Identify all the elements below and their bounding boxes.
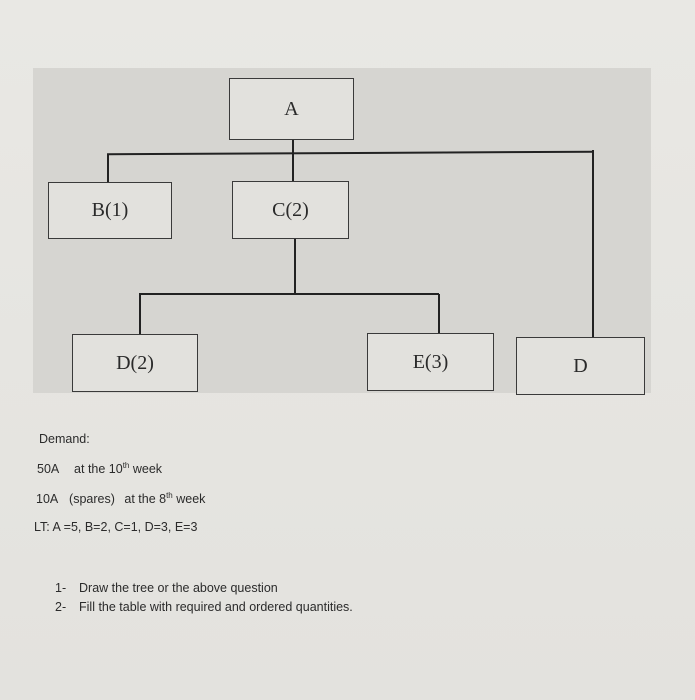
node-a-label: A	[284, 97, 299, 120]
edge-level2-horizontal	[139, 293, 439, 295]
edge-c-down	[294, 238, 296, 294]
edge-to-d-right	[592, 150, 594, 337]
lead-times: LT: A =5, B=2, C=1, D=3, E=3	[34, 520, 198, 534]
node-d: D	[516, 337, 645, 395]
question-1-number: 1-	[55, 581, 67, 595]
edge-a-down	[292, 140, 294, 182]
demand-2-sup: th	[166, 491, 173, 500]
demand-1-qty: 50A	[37, 462, 59, 477]
node-e3-label: E(3)	[412, 350, 449, 373]
node-b-label: B(1)	[91, 199, 129, 221]
edge-to-e3	[438, 294, 440, 334]
node-c: C(2)	[232, 181, 349, 239]
demand-1-text: at the 10	[74, 462, 123, 477]
demand-2-note: (spares)	[69, 492, 115, 507]
node-d2: D(2)	[72, 334, 198, 392]
demand-line-2: 10A (spares) at the 8th week	[36, 491, 205, 506]
question-2-text: Fill the table with required and ordered…	[79, 600, 353, 614]
edge-to-b	[107, 155, 109, 182]
node-a: A	[229, 78, 354, 140]
demand-2-qty: 10A	[36, 492, 58, 507]
node-c-label: C(2)	[272, 198, 309, 221]
demand-1-tail: week	[129, 462, 163, 477]
edge-to-d2	[139, 294, 141, 334]
question-1-text: Draw the tree or the above question	[79, 581, 278, 595]
node-d2-label: D(2)	[116, 351, 154, 374]
node-e3: E(3)	[367, 333, 494, 391]
demand-1-sup: th	[122, 461, 130, 470]
question-2-number: 2-	[55, 600, 67, 614]
demand-2-tail: week	[172, 492, 206, 507]
question-2: 2- Fill the table with required and order…	[55, 600, 353, 614]
demand-heading: Demand:	[39, 432, 90, 446]
node-d-label: D	[573, 354, 588, 377]
question-1: 1- Draw the tree or the above question	[55, 581, 278, 595]
node-b: B(1)	[48, 182, 172, 239]
demand-2-text: at the 8	[124, 492, 167, 507]
demand-line-1: 50A at the 10th week	[37, 461, 162, 476]
